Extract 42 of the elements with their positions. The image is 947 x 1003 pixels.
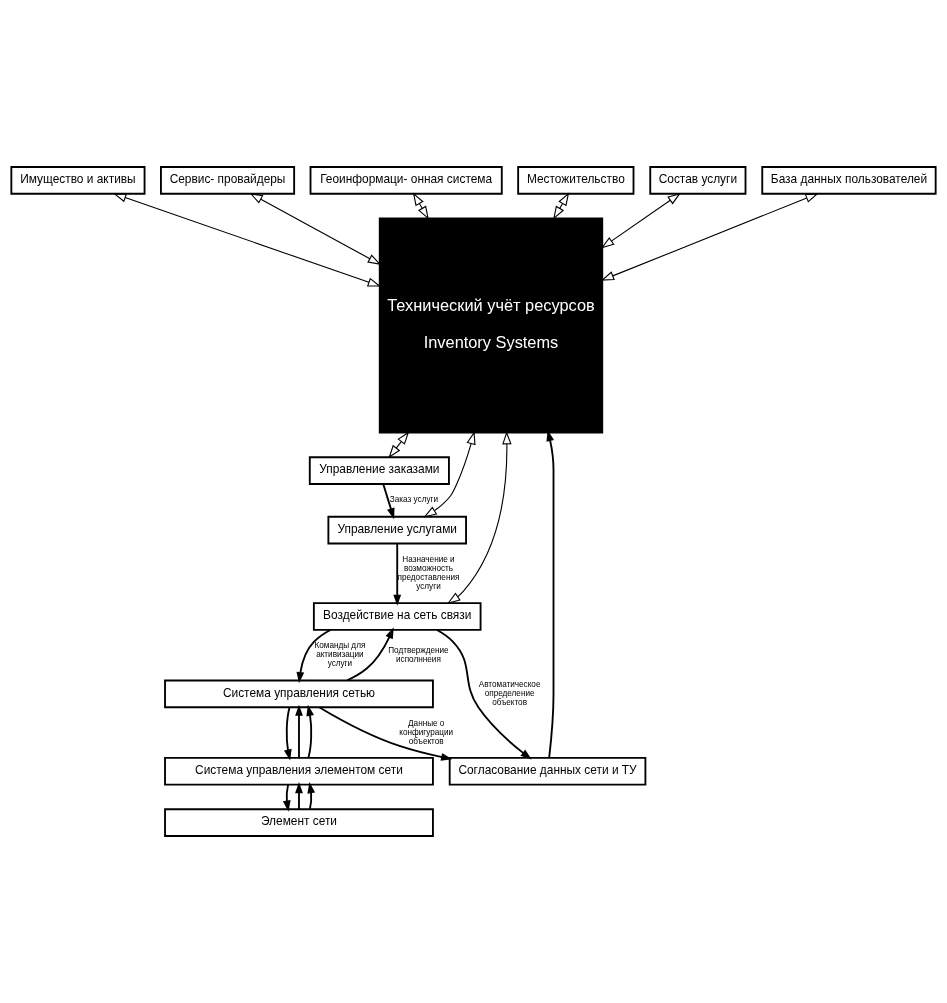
arrow: [388, 431, 410, 459]
node-box: Воздействие на сеть связи: [312, 602, 482, 631]
edge-label: Автоматическое определение объектов: [478, 680, 541, 707]
arrow: [295, 704, 303, 759]
arrow: [546, 430, 555, 759]
node-box: Технический учёт ресурсов Inventory Systems: [378, 217, 604, 434]
node-box: Управление заказами: [308, 456, 450, 485]
arrow: [412, 192, 429, 220]
node-box: Система управления сетью: [164, 679, 434, 709]
node-box: Геоинформаци- онная система: [309, 166, 503, 195]
arrow: [447, 431, 512, 604]
edge-label: Заказ услуги: [389, 495, 439, 505]
arrow: [249, 193, 382, 265]
edge-label: Назначение и возможность предоставления услуги: [397, 555, 460, 591]
arrow: [284, 706, 292, 761]
node-box: Имущество и активы: [10, 166, 146, 195]
arrow: [282, 783, 291, 812]
arrow: [600, 192, 681, 249]
arrow: [318, 706, 453, 761]
arrow: [436, 629, 532, 760]
node-box: Согласование данных сети и ТУ: [448, 756, 647, 786]
arrow: [307, 782, 316, 810]
node-box: Сервис- провайдеры: [160, 166, 296, 195]
node-box: Система управления элементом сети: [164, 756, 434, 786]
arrow: [393, 542, 402, 606]
arrow: [553, 192, 570, 220]
edge-label: Команды для активизации услуги: [314, 641, 366, 669]
node-box: Местожительство: [517, 166, 635, 195]
node-box: Состав услуги: [649, 166, 747, 195]
node-box: База данных пользователей: [761, 166, 937, 195]
arrow: [346, 627, 394, 682]
arrow: [113, 193, 382, 287]
node-box: Элемент сети: [164, 808, 434, 837]
arrow: [382, 483, 395, 520]
arrow: [296, 629, 332, 684]
node-box: Управление услугами: [327, 515, 467, 545]
edge-label: Подтверждение исполннеия: [388, 645, 449, 664]
arrow: [423, 431, 476, 518]
edge-label: Данные о конфигурации объектов: [399, 718, 454, 746]
arrow: [306, 704, 314, 759]
arrow: [600, 193, 819, 281]
arrow: [295, 782, 303, 810]
